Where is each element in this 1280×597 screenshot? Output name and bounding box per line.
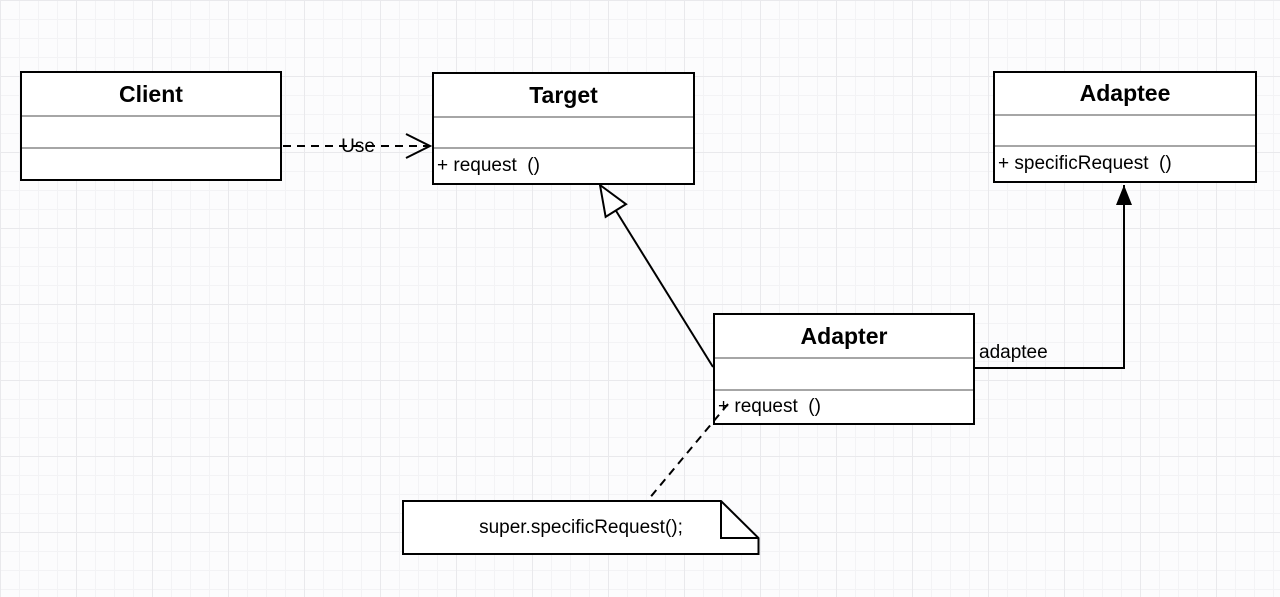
class-title-client: Client — [119, 80, 183, 107]
class-methods-adapter: + request () — [715, 389, 973, 423]
class-title-adaptee: Adaptee — [1079, 80, 1171, 106]
class-title-adapter: Adapter — [800, 322, 888, 349]
class-attributes-target — [434, 116, 693, 147]
class-attributes-adaptee — [995, 114, 1255, 145]
class-attributes-client — [22, 115, 280, 147]
class-box-client[interactable]: Client — [20, 71, 282, 181]
class-box-adapter[interactable]: Adapter + request () — [713, 313, 975, 425]
association-edge-adapter-adaptee[interactable] — [975, 185, 1132, 369]
generalization-edge-adapter-target[interactable] — [600, 185, 714, 368]
class-methods-target: + request () — [434, 147, 693, 183]
class-title-target: Target — [529, 81, 598, 108]
edge-label-use: Use — [341, 136, 375, 157]
note-fold-corner — [720, 501, 759, 539]
class-box-adaptee[interactable]: Adaptee + specificRequest () — [993, 71, 1257, 183]
class-box-target[interactable]: Target + request () — [432, 72, 695, 185]
note-shape[interactable] — [402, 500, 760, 555]
note-text: super.specificRequest(); — [479, 516, 683, 538]
note-link-edge-adapter-note[interactable] — [647, 403, 729, 501]
class-attributes-adapter — [715, 357, 973, 389]
class-methods-adaptee: + specificRequest () — [995, 145, 1255, 181]
class-methods-client — [22, 147, 280, 179]
edge-label-adaptee: adaptee — [979, 342, 1048, 363]
